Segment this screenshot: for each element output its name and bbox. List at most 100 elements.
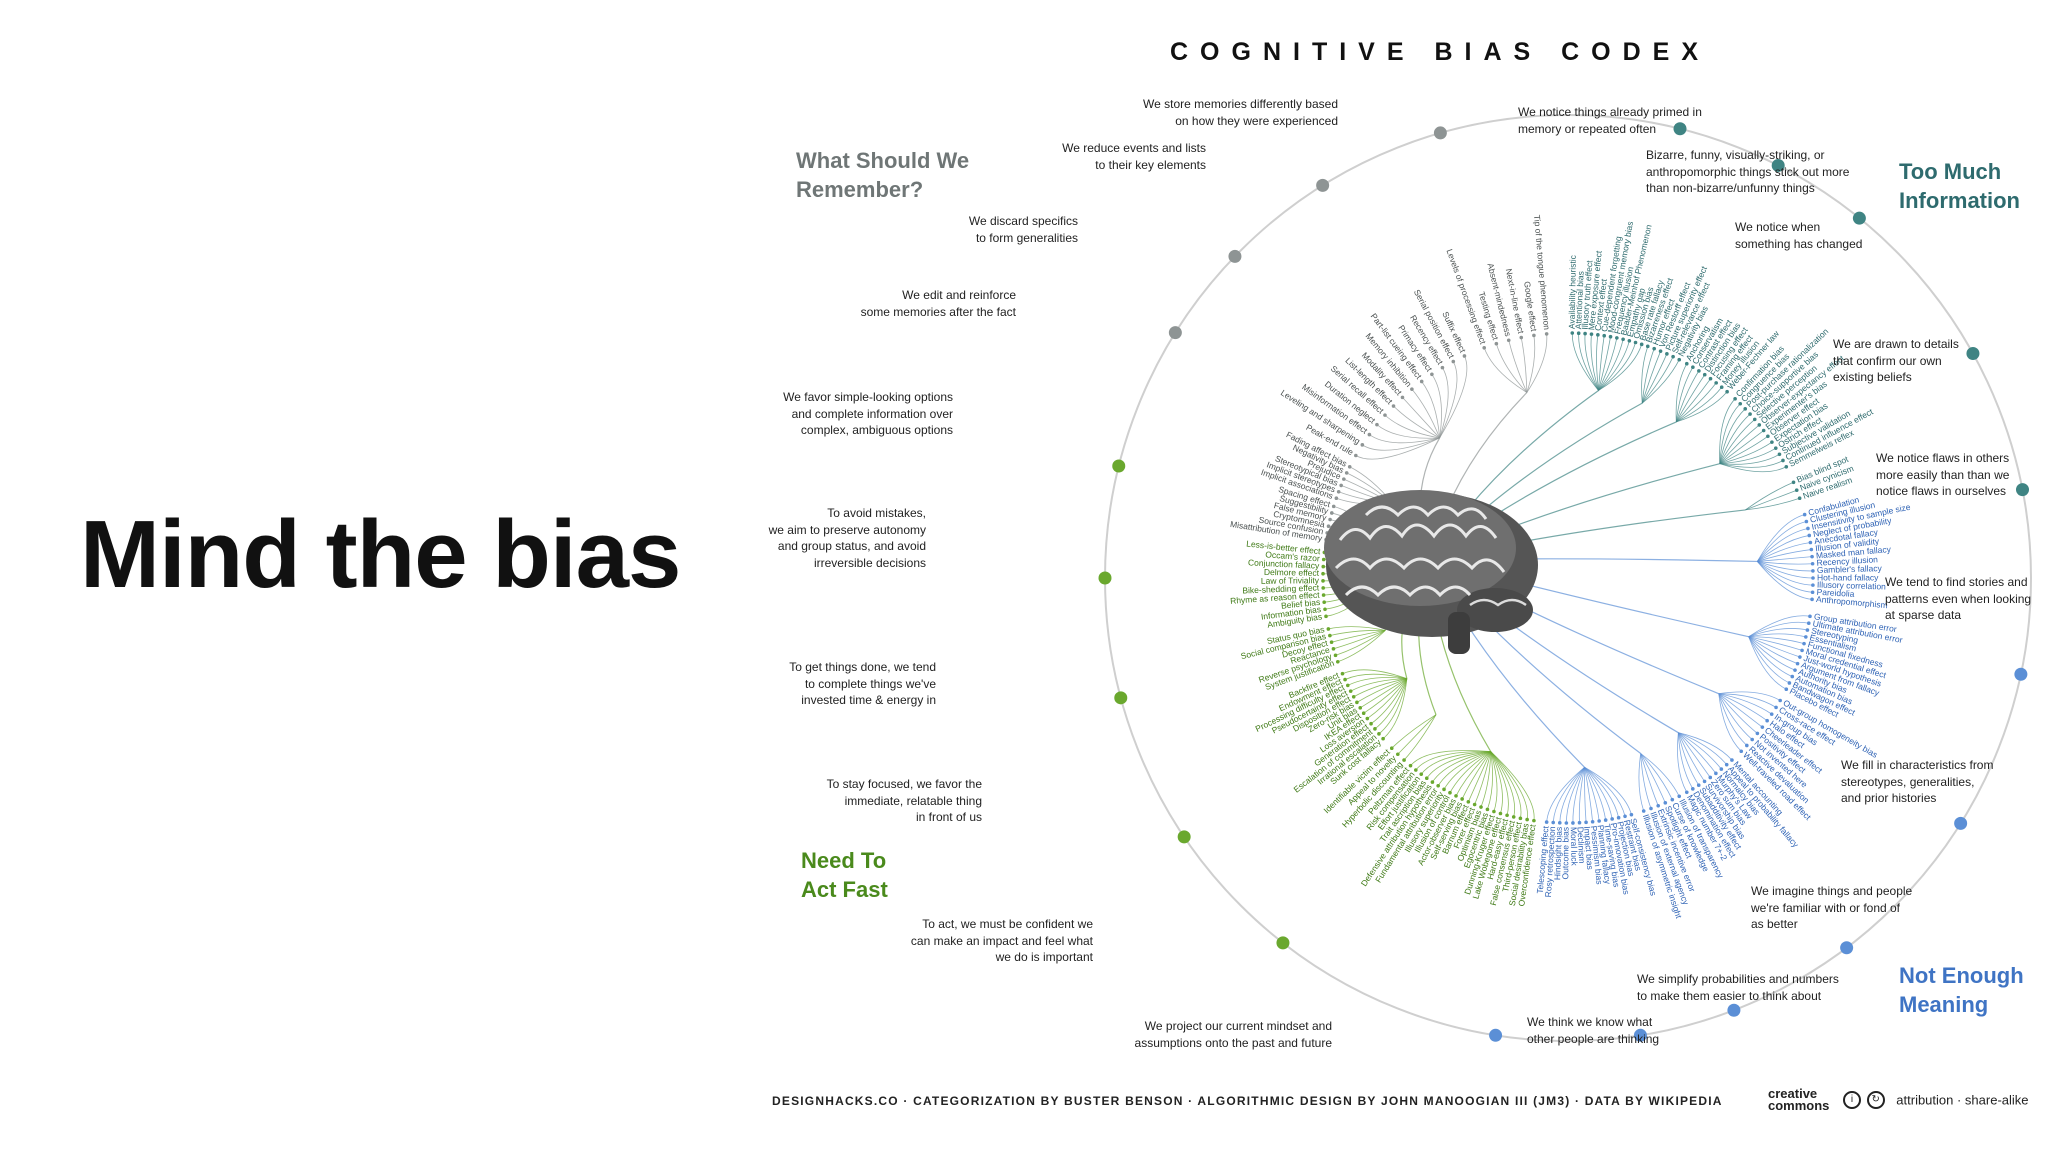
bias-node	[1596, 333, 1600, 337]
branch-twig	[1362, 437, 1440, 451]
branch-twig	[1748, 633, 1806, 638]
bias-node	[1440, 365, 1445, 370]
branch-twig	[1356, 678, 1408, 703]
branch-twig	[1678, 732, 1711, 778]
branch-twig	[1572, 767, 1585, 823]
bias-node	[1629, 812, 1634, 817]
branch-twig	[1676, 382, 1717, 423]
branch-twig	[1353, 678, 1407, 698]
branch-twig	[1439, 361, 1458, 439]
bias-node	[1532, 818, 1536, 823]
bias-node	[1639, 342, 1644, 347]
bias-node	[1793, 668, 1797, 672]
subcategory-avoid-mistakes: To avoid mistakes, we aim to preserve au…	[768, 506, 926, 570]
license-text: attribution · share-alike	[1896, 1092, 2029, 1108]
subcategory-store-memories: We store memories differently based on h…	[1143, 97, 1338, 128]
bias-node	[1391, 404, 1396, 408]
bias-node	[1702, 779, 1707, 784]
branch-twig	[1745, 489, 1797, 511]
bias-node	[1355, 700, 1359, 705]
license-badge: creative commons i ↻ attribution · share…	[1768, 1087, 2029, 1112]
branch-twig	[1757, 535, 1810, 562]
branch-twig	[1675, 374, 1706, 423]
branch-twig	[1748, 621, 1809, 638]
bias-node	[1519, 335, 1524, 340]
ring-dot-fill-characteristics	[1954, 816, 1968, 830]
branch-twig	[1370, 678, 1408, 725]
branch-twig	[1748, 636, 1787, 690]
branch-twig	[1333, 629, 1386, 650]
bias-node	[1358, 706, 1363, 710]
bias-node	[1615, 336, 1619, 340]
branch-twig	[1508, 340, 1528, 393]
bias-node	[1743, 407, 1748, 411]
branch-twig	[1757, 561, 1813, 586]
branch-twig	[1598, 340, 1630, 391]
bias-node	[1333, 653, 1338, 658]
branch-twig	[1369, 434, 1440, 444]
bias-node	[1424, 776, 1429, 781]
ring-dot-avoid-mistakes	[1098, 571, 1112, 585]
ring-dot-primed-memory	[1673, 122, 1687, 136]
bias-node	[1331, 647, 1336, 651]
branch-twig	[1678, 732, 1733, 761]
bias-node	[1479, 805, 1483, 809]
bias-node	[1725, 389, 1729, 394]
bias-node	[1809, 547, 1814, 552]
branch-twig	[1757, 561, 1813, 593]
bias-node	[1808, 614, 1812, 619]
bias-node	[1800, 648, 1804, 653]
bias-node	[1791, 480, 1796, 485]
branch-twig	[1719, 430, 1764, 464]
branch-twig	[1487, 751, 1493, 810]
bias-node	[1564, 821, 1569, 825]
ring-dot-be-confident	[1276, 936, 1290, 950]
branch-twig	[1495, 343, 1528, 393]
branch-twig	[1490, 751, 1509, 816]
bias-node	[1466, 800, 1471, 804]
bias-label: Illusory correlation	[1817, 579, 1887, 591]
branch-twig	[1640, 753, 1652, 809]
bias-node	[1811, 569, 1815, 573]
bias-node	[1584, 820, 1588, 825]
branch-twig	[1598, 339, 1624, 391]
bias-node	[1798, 655, 1802, 659]
branch-twig	[1552, 766, 1585, 823]
branch-twig	[1483, 347, 1528, 393]
branch-twig	[1331, 629, 1386, 643]
branch-twig	[1584, 767, 1613, 820]
bias-node	[1810, 590, 1815, 595]
bias-node	[1670, 797, 1675, 802]
bias-node	[1365, 716, 1370, 721]
branch-twig	[1676, 386, 1723, 423]
bias-node	[1511, 815, 1516, 819]
bias-label: Anthropomorphism	[1816, 594, 1888, 610]
bias-node	[1745, 743, 1749, 748]
ring-dot-project-mindset	[1489, 1028, 1503, 1042]
branch-twig	[1474, 751, 1492, 805]
bias-node	[1551, 820, 1556, 825]
branch-twig	[1420, 751, 1491, 775]
bias-node	[1752, 417, 1757, 422]
branch-twig	[1748, 636, 1793, 677]
category-not-enough-meaning: Not Enough Meaning	[1899, 963, 2024, 1017]
branch-twig	[1571, 333, 1599, 391]
bias-node	[1810, 597, 1814, 602]
branch-twig	[1584, 767, 1600, 822]
bias-node	[1773, 446, 1778, 450]
ring-dot-simplify-probabilities	[1727, 1003, 1741, 1017]
bias-label: Declinism	[1575, 826, 1587, 863]
bias-node	[1802, 512, 1807, 517]
bias-node	[1361, 711, 1366, 716]
bias-node	[1577, 820, 1582, 825]
bias-node	[1663, 801, 1668, 805]
branch-twig	[1565, 767, 1585, 823]
branch-twig	[1584, 766, 1632, 815]
bias-node	[1375, 422, 1379, 427]
bias-node	[1691, 787, 1695, 791]
branch-twig	[1757, 542, 1811, 562]
branch-twig	[1432, 751, 1491, 783]
branch-twig	[1443, 751, 1491, 790]
bias-node	[1321, 586, 1326, 590]
